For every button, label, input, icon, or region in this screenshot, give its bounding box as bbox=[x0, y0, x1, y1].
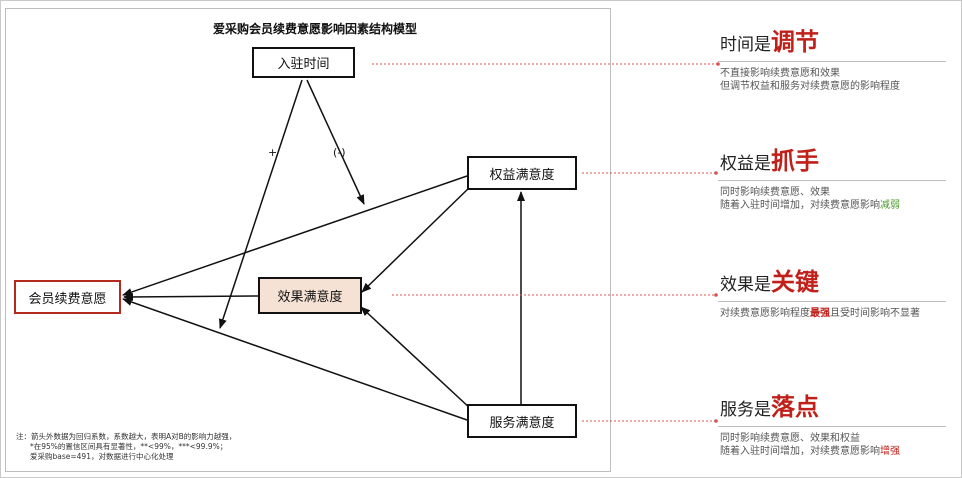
node-renewal-willingness: 会员续费意愿 bbox=[14, 280, 121, 314]
callout-divider bbox=[718, 301, 946, 302]
callout-rights-line2: 随着入驻时间增加，对续费意愿影响减弱 bbox=[720, 200, 900, 211]
callout-time-line1: 不直接影响续费意愿和效果 bbox=[720, 68, 840, 79]
callout-time-heading: 时间是调节 bbox=[720, 28, 819, 56]
callout-divider bbox=[718, 180, 946, 181]
footnote-prefix: 注： bbox=[16, 432, 31, 441]
callout-rights-line1: 同时影响续费意愿、效果 bbox=[720, 187, 830, 198]
footnote-line1: 箭头外数据为回归系数，系数越大，表明A对B的影响力越强， bbox=[31, 432, 237, 441]
callout-divider bbox=[718, 61, 946, 62]
callout-service-heading: 服务是落点 bbox=[720, 393, 819, 421]
arrow-rights-to-effect bbox=[361, 184, 473, 293]
diagram-title: 爱采购会员续费意愿影响因素结构模型 bbox=[212, 22, 417, 36]
edge-label-plus: + bbox=[268, 146, 278, 159]
edge-label-minus: (-) bbox=[333, 146, 346, 159]
callout-time: 时间是调节 不直接影响续费意愿和效果 但调节权益和服务对续费意愿的影响程度 bbox=[718, 22, 946, 93]
footnote: 注：箭头外数据为回归系数，系数越大，表明A对B的影响力越强， *在95%的置信区… bbox=[16, 432, 236, 462]
callout-service: 服务是落点 同时影响续费意愿、效果和权益 随着入驻时间增加，对续费意愿影响增强 bbox=[718, 387, 946, 458]
arrow-rights-to-will bbox=[122, 175, 468, 296]
footnote-line2: *在95%的置信区间具有显著性，**<99%，***<99.9%； bbox=[30, 442, 228, 451]
callout-divider bbox=[718, 426, 946, 427]
callout-rights: 权益是抓手 同时影响续费意愿、效果 随着入驻时间增加，对续费意愿影响减弱 bbox=[718, 141, 946, 212]
diagram-panel bbox=[5, 8, 611, 472]
callout-effect-line1: 对续费意愿影响程度最强且受时间影响不显著 bbox=[720, 308, 920, 319]
node-join-time: 入驻时间 bbox=[252, 47, 355, 78]
node-service-satisfaction: 服务满意度 bbox=[467, 404, 577, 438]
arrow-effect-to-will bbox=[123, 292, 259, 301]
node-effect-satisfaction: 效果满意度 bbox=[258, 277, 362, 314]
callout-effect-heading: 效果是关键 bbox=[720, 268, 819, 296]
callout-service-line1: 同时影响续费意愿、效果和权益 bbox=[720, 433, 860, 444]
arrow-service-to-will bbox=[122, 298, 468, 421]
footnote-line3: 爱采购base=491，对数据进行中心化处理 bbox=[30, 452, 174, 461]
callout-rights-heading: 权益是抓手 bbox=[720, 147, 819, 175]
arrow-join-to-will bbox=[219, 79, 303, 329]
callout-time-line2: 但调节权益和服务对续费意愿的影响程度 bbox=[720, 81, 900, 92]
node-rights-satisfaction: 权益满意度 bbox=[467, 156, 577, 190]
arrow-join-moderation bbox=[306, 79, 365, 205]
callout-effect: 效果是关键 对续费意愿影响程度最强且受时间影响不显著 bbox=[718, 262, 946, 320]
arrow-service-to-effect bbox=[360, 306, 473, 411]
callout-service-line2: 随着入驻时间增加，对续费意愿影响增强 bbox=[720, 446, 900, 457]
